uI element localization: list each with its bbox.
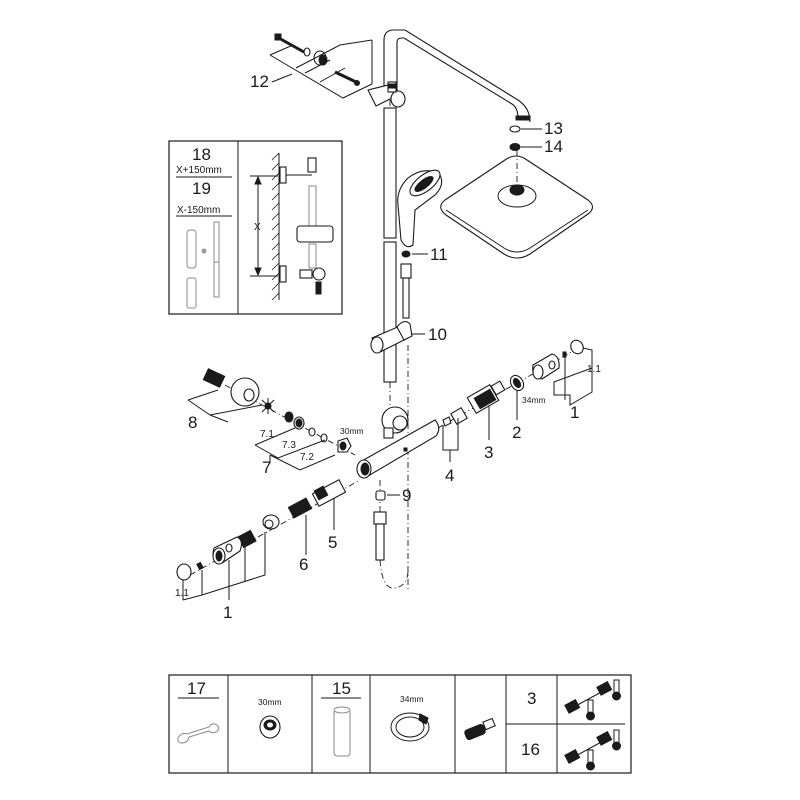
callout-6: 6 xyxy=(299,555,308,574)
callout-1-right: 1 xyxy=(570,403,579,422)
nut-9 xyxy=(375,490,386,501)
table-part-15: 15 xyxy=(332,679,351,698)
callout-1-1-right: 1.1 xyxy=(587,364,601,375)
table-cartridge-icon xyxy=(464,717,496,740)
callout-5: 5 xyxy=(328,533,337,552)
left-parts-lower xyxy=(176,479,347,581)
table-nut-size: 30mm xyxy=(258,697,282,707)
callout-7: 7 xyxy=(262,458,271,477)
callout-7-3: 7.3 xyxy=(282,440,296,451)
riser-pipe-lower xyxy=(383,241,397,383)
shower-hose xyxy=(373,511,409,589)
callout-1-1-left: 1.1 xyxy=(175,588,189,599)
thermostat-body xyxy=(356,406,440,479)
inset-x-label: X xyxy=(254,222,261,233)
hose-upper xyxy=(402,277,410,319)
washer-14 xyxy=(509,143,521,151)
table-part-17: 17 xyxy=(187,679,206,698)
slider xyxy=(370,321,425,354)
callout-12: 12 xyxy=(250,72,269,91)
callout-13: 13 xyxy=(544,119,563,138)
callout-1-left: 1 xyxy=(223,603,232,622)
table-part-16: 16 xyxy=(521,740,540,759)
callout-11: 11 xyxy=(430,245,448,264)
extension-inset: 18 X+150mm 19 X-150mm X xyxy=(168,140,343,315)
thermometer-icon-bottom xyxy=(564,729,621,771)
table-part-3: 3 xyxy=(527,689,536,708)
callout-8: 8 xyxy=(188,413,197,432)
callout-9: 9 xyxy=(402,486,411,505)
callout-10: 10 xyxy=(428,325,447,344)
hand-shower xyxy=(397,169,443,248)
inset-part-19: 19 xyxy=(192,179,211,198)
hose-connector-top xyxy=(400,263,412,279)
callout-14: 14 xyxy=(544,137,563,156)
callout-4: 4 xyxy=(445,466,454,485)
callout-2: 2 xyxy=(512,423,521,442)
shower-arm xyxy=(383,29,531,123)
washer-11 xyxy=(401,250,411,258)
callout-7-1: 7.1 xyxy=(260,429,274,440)
riser-clamp xyxy=(367,81,406,108)
callout-3: 3 xyxy=(484,443,493,462)
dimension-30mm-main: 30mm xyxy=(340,426,364,436)
left-parts-upper xyxy=(202,368,352,453)
wall-bracket-parts xyxy=(269,33,373,99)
washer-13 xyxy=(509,125,521,133)
inset-part-18: 18 xyxy=(192,145,211,164)
riser-pipe-upper xyxy=(383,107,397,239)
right-parts xyxy=(442,339,584,427)
head-shower xyxy=(440,155,594,259)
dimension-34mm-main: 34mm xyxy=(522,395,546,405)
thermometer-icon-top xyxy=(564,679,621,721)
tools-table: 17 30mm 15 34mm 3 16 xyxy=(168,674,632,774)
table-ring-size: 34mm xyxy=(400,694,424,704)
inset-part-19-spec: X-150mm xyxy=(177,205,220,216)
callout-7-2: 7.2 xyxy=(300,452,314,463)
inset-part-18-spec: X+150mm xyxy=(176,165,222,176)
